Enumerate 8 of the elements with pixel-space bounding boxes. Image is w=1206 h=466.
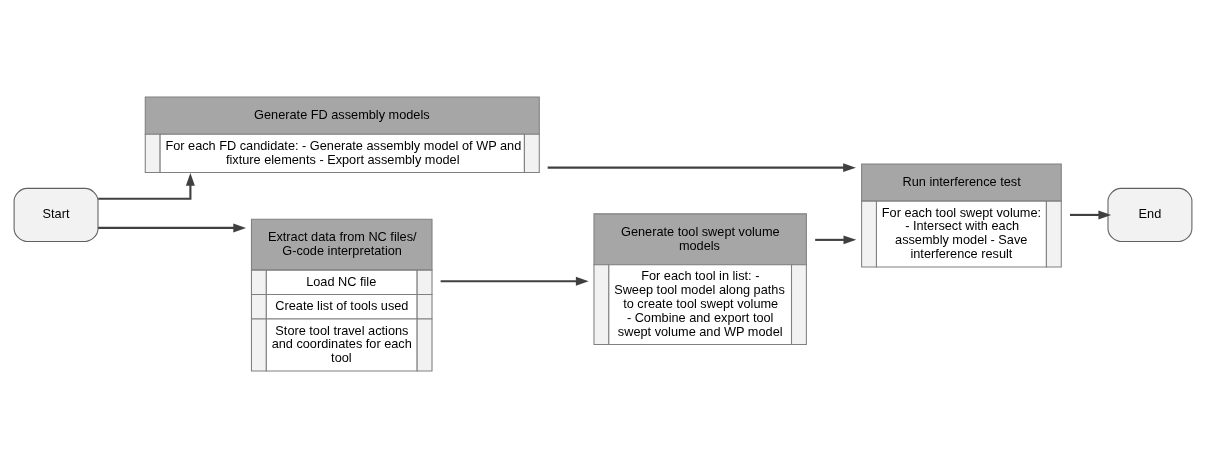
arrow [1070, 209, 1112, 219]
arrow [440, 276, 589, 286]
node-box: End [1107, 187, 1193, 242]
node-box: Start [13, 187, 99, 242]
arrow [547, 162, 856, 172]
arrow [815, 234, 857, 244]
arrow [98, 222, 247, 232]
arrow [98, 172, 195, 200]
